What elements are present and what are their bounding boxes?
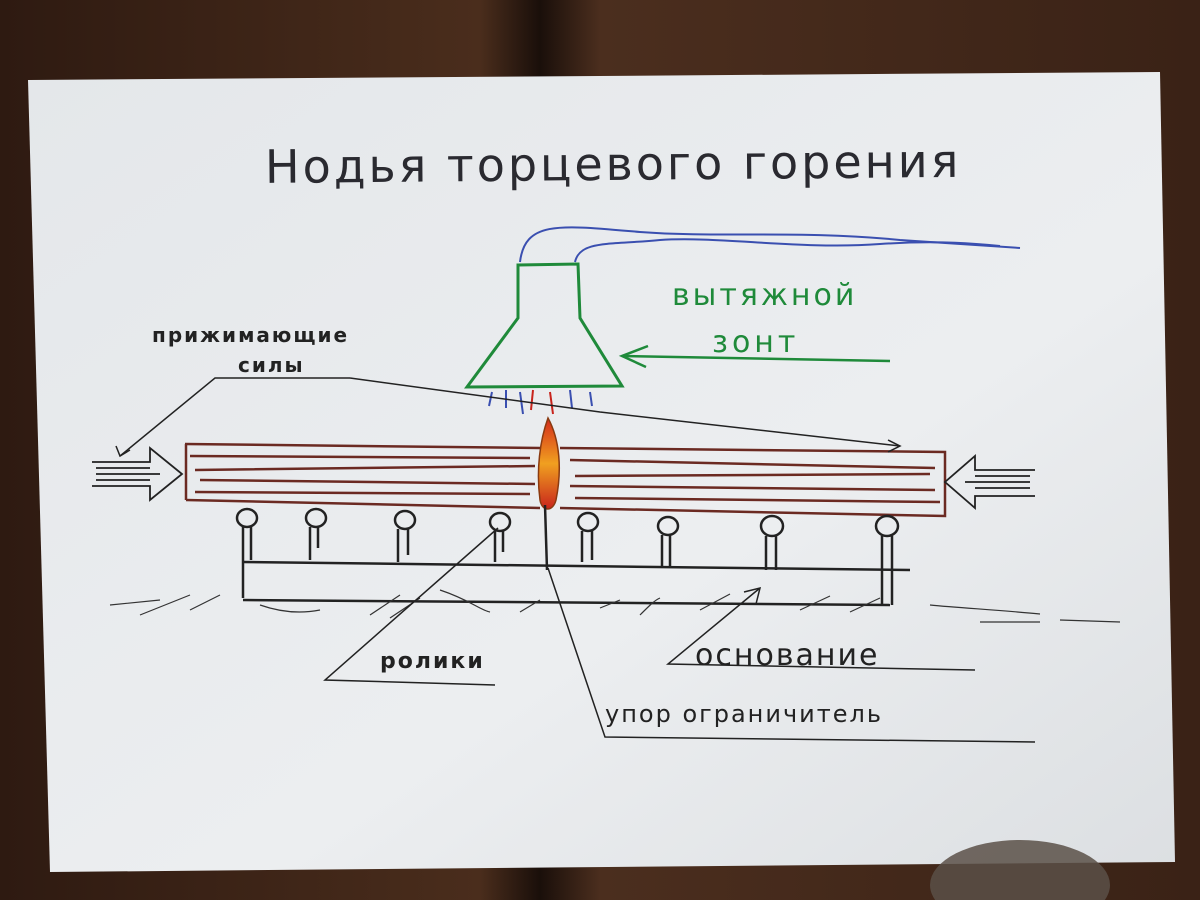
roller (304, 507, 328, 560)
log (184, 442, 947, 518)
right-force-arrow (943, 454, 1035, 510)
forces-leader-lines (115, 377, 902, 458)
flame (537, 416, 560, 510)
roller (488, 511, 512, 562)
exhaust-hood (464, 262, 625, 389)
stop-label: упор ограничитель (605, 700, 883, 728)
stop-post (543, 504, 549, 571)
forces-label-line2: силы (238, 353, 305, 377)
hood-label-line2: зонт (712, 325, 799, 360)
paper-sheet (28, 72, 1175, 872)
rollers-label: ролики (380, 649, 485, 674)
left-force-arrow (92, 446, 184, 502)
rollers (235, 507, 900, 605)
smoke-lines (519, 226, 1021, 263)
base-frame (242, 504, 911, 607)
thumb (930, 840, 1110, 900)
ground-hatching (109, 589, 1121, 623)
roller (393, 509, 417, 562)
rollers-leader (323, 527, 499, 686)
base-leader (665, 586, 976, 671)
hood-label-line1: вытяжной (672, 278, 857, 313)
roller (576, 511, 600, 562)
diagram-title: Нодья торцевого горения (265, 134, 962, 194)
roller (759, 514, 785, 570)
heat-marks (488, 389, 593, 415)
roller (656, 515, 680, 568)
stop-leader (547, 567, 1036, 743)
forces-label-line1: прижимающие (152, 323, 349, 347)
hood-arrow (618, 344, 891, 369)
